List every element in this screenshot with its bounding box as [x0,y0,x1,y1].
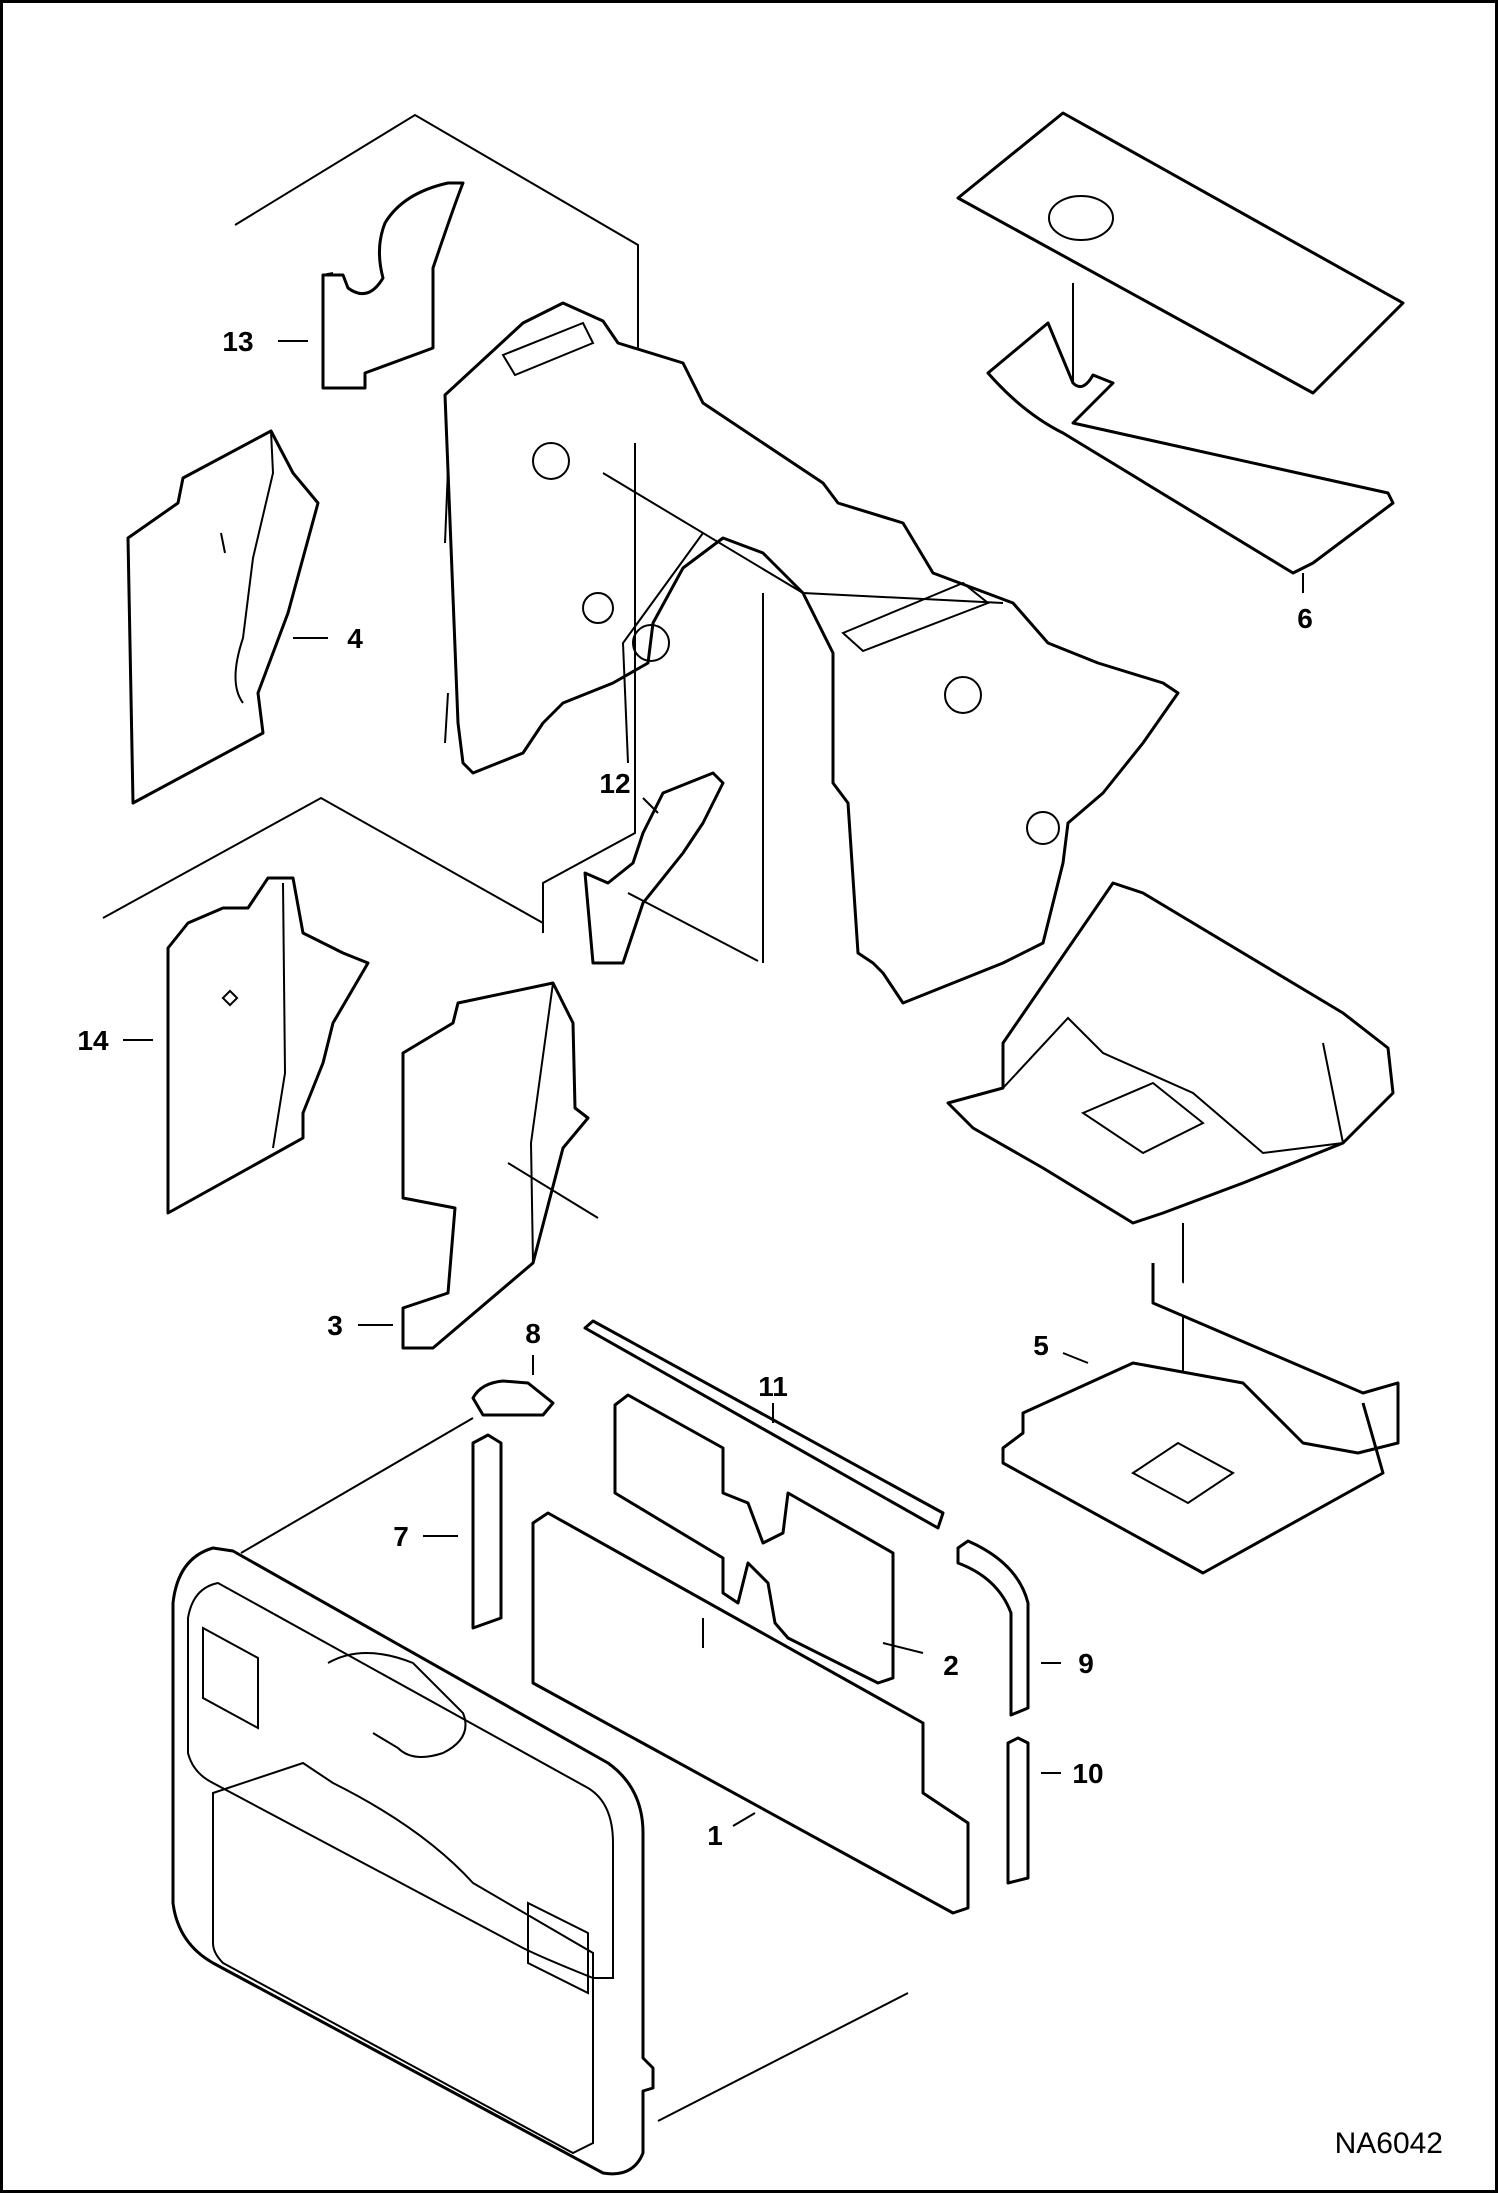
main-frame-assembly [443,301,1180,1005]
part-9-seal [956,1539,1061,1717]
callout-6: 6 [1297,603,1313,634]
callout-7: 7 [393,1521,409,1552]
part-14-insulation [102,796,544,1215]
callout-2: 2 [943,1650,959,1681]
callout-11: 11 [758,1371,788,1402]
part-6-cover-plate [956,111,1405,593]
part-8-bumper [471,1355,555,1417]
callout-14: 14 [77,1025,109,1056]
part-4-insulation [126,429,320,805]
exploded-parts-diagram: 13 4 6 12 14 3 8 5 11 7 9 2 10 1 NA6042 [77,111,1443,2176]
callout-3: 3 [327,1310,343,1341]
door-panel [171,1417,909,2176]
part-5-floor-tray [946,881,1400,1575]
callout-leaders [123,340,1089,1364]
part-10-strip [1006,1736,1061,1885]
callout-13: 13 [222,326,253,357]
callout-12: 12 [599,768,630,799]
part-1-insulation [531,1511,970,1915]
callout-10: 10 [1072,1758,1103,1789]
part-2-insulation [613,1393,924,1685]
part-3-insulation [401,981,599,1350]
callout-8: 8 [525,1318,541,1349]
part-11-strip [583,1319,945,1530]
callout-5: 5 [1033,1330,1049,1361]
figure-id: NA6042 [1335,2127,1443,2160]
callout-9: 9 [1078,1648,1094,1679]
part-7-strip [423,1433,503,1630]
callout-1: 1 [707,1820,723,1851]
part-12-bracket [583,771,759,965]
callout-4: 4 [347,623,363,654]
